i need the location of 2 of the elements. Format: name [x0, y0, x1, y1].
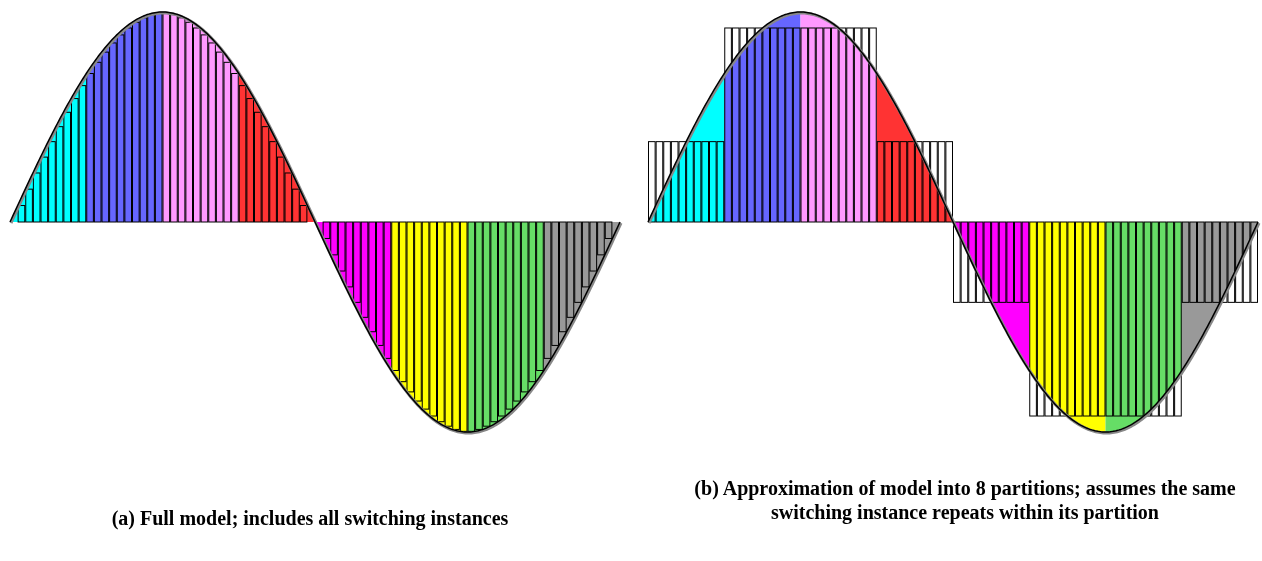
caption: (a) Full model; includes all switching instances: [110, 506, 510, 530]
caption: (b) Approximation of model into 8 partitions; assumes the same switching instance repeats within its partition: [693, 476, 1237, 524]
